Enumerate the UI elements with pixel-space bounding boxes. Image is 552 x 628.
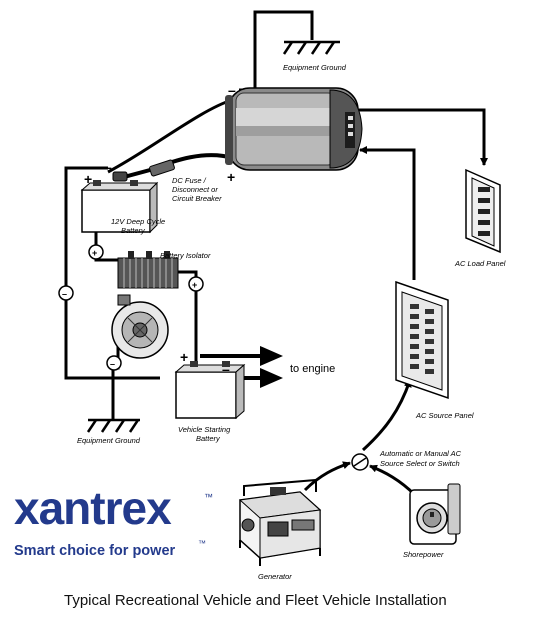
brand-name-trademark: ™ [204,492,213,502]
equipment-ground-bottom-label: Equipment Ground [77,436,141,445]
brand-tagline: Smart choice for power [14,543,176,559]
inverter-negative-symbol: – [228,82,236,98]
shorepower [409,483,461,545]
to-engine-label: to engine [290,363,335,375]
inverter [225,87,363,171]
polarity-markers [58,244,204,371]
alternator [111,294,169,359]
brand-name: xantrex [14,482,172,534]
battery-isolator [117,251,179,289]
isolator-positive-marker: + [92,248,97,258]
equipment-ground-top-label: Equipment Ground [283,63,347,72]
ac-source-panel-label: AC Source Panel [415,411,474,420]
ac-load-panel-label: AC Load Panel [454,259,506,268]
generator-label: Generator [258,572,292,581]
ground-symbol-bottom [86,418,140,433]
generator [238,478,322,566]
transfer-switch [351,453,369,471]
transfer-switch-label: Automatic or Manual AC Source Select or … [379,449,463,468]
ground-symbol-top [282,40,340,55]
starting-battery-positive-symbol: + [180,349,188,365]
deep-cycle-battery [80,180,159,234]
ac-source-panel [395,280,449,400]
brand-tagline-trademark: ™ [198,539,206,548]
inverter-positive-symbol: + [227,169,235,185]
shorepower-label: Shorepower [403,550,444,559]
dc-fuse-label: DC Fuse / Disconnect or Circuit Breaker [172,176,222,203]
vehicle-starting-battery [174,361,246,420]
ac-load-panel [465,168,501,254]
starting-battery-negative-symbol: – [222,361,230,377]
wiring [64,10,488,497]
diagram-caption: Typical Recreational Vehicle and Fleet V… [64,592,447,609]
brand-logo: xantrex ™ Smart choice for power ™ [14,482,213,559]
alternator-negative-marker: – [110,359,115,369]
deep-cycle-negative-symbol: – [104,159,112,175]
deep-cycle-positive-symbol: + [84,171,92,187]
battery-isolator-label: Battery Isolator [160,251,211,260]
dc-fuse [112,159,175,182]
starting-positive-marker: + [192,280,197,290]
vehicle-starting-battery-label: Vehicle Starting Battery [178,425,232,443]
deep-cycle-battery-label: 12V Deep Cycle Battery [111,217,167,235]
left-negative-marker: – [62,289,67,299]
